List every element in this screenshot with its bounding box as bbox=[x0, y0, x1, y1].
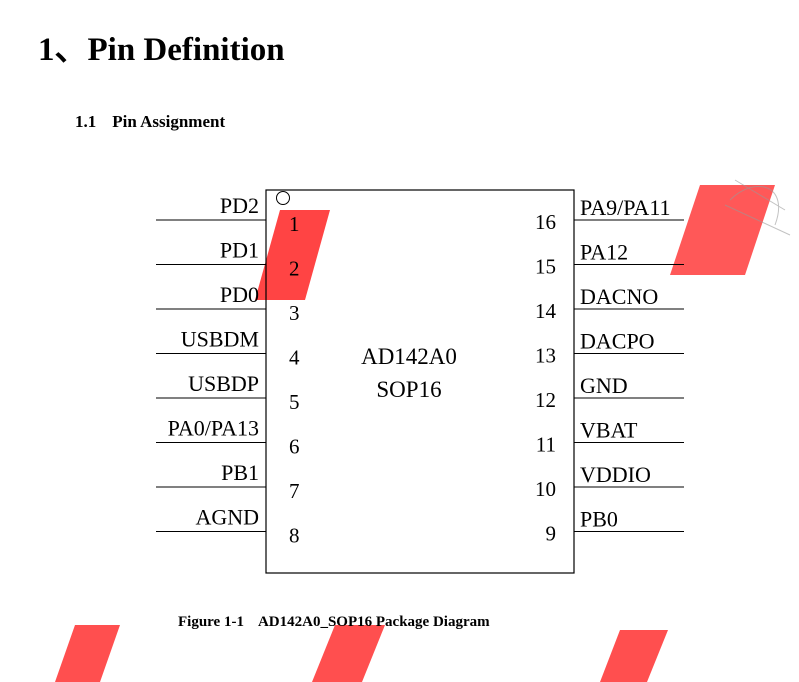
chip-name: AD142A0 bbox=[361, 344, 457, 369]
section-heading: 1.1 Pin Assignment bbox=[75, 112, 225, 132]
pin-label-right: DACNO bbox=[580, 284, 658, 309]
pin-label-right: GND bbox=[580, 373, 628, 398]
pin-number-right: 9 bbox=[546, 522, 557, 546]
pin-number-right: 13 bbox=[535, 344, 556, 368]
section-title: Pin Assignment bbox=[112, 112, 226, 131]
heading-title: Pin Definition bbox=[87, 32, 285, 68]
pin-label-left: USBDP bbox=[188, 371, 259, 396]
pin-number-left: 7 bbox=[289, 479, 300, 503]
caption-number: Figure 1-1 bbox=[178, 614, 244, 630]
chip-body bbox=[265, 189, 575, 574]
pin-label-left: PD2 bbox=[220, 193, 259, 218]
pin-number-right: 11 bbox=[536, 433, 556, 457]
section-number: 1.1 bbox=[75, 112, 97, 131]
chip-package: SOP16 bbox=[376, 377, 441, 402]
figure-caption: Figure 1-1 AD142A0_SOP16 Package Diagram bbox=[178, 614, 490, 631]
heading-number: 1、 bbox=[38, 32, 88, 68]
pin-number-right: 14 bbox=[535, 299, 557, 323]
pin-label-right: DACPO bbox=[580, 329, 655, 354]
pin-number-right: 10 bbox=[535, 477, 556, 501]
pin-number-left: 2 bbox=[289, 257, 300, 281]
pin-number-left: 4 bbox=[289, 346, 300, 370]
caption-title: AD142A0_SOP16 Package Diagram bbox=[257, 614, 490, 630]
pin-label-left: PB1 bbox=[221, 460, 259, 485]
pin-label-left: PD1 bbox=[220, 238, 259, 263]
pin-number-left: 3 bbox=[289, 301, 300, 325]
pin-label-left: AGND bbox=[195, 505, 259, 530]
pin-label-right: VBAT bbox=[580, 418, 638, 443]
page-heading: 1、Pin Definition bbox=[38, 22, 285, 70]
pin-label-right: PA12 bbox=[580, 240, 628, 265]
pin1-marker bbox=[276, 191, 290, 205]
pin-number-left: 6 bbox=[289, 435, 300, 459]
pin-number-right: 12 bbox=[535, 388, 556, 412]
pin-label-right: VDDIO bbox=[580, 462, 651, 487]
pin-label-left: PD0 bbox=[220, 282, 259, 307]
pin-number-right: 16 bbox=[535, 210, 556, 234]
pin-number-left: 8 bbox=[289, 524, 300, 548]
pin-label-left: PA0/PA13 bbox=[168, 416, 259, 441]
pin-number-right: 15 bbox=[535, 255, 556, 279]
pin-label-left: USBDM bbox=[181, 327, 259, 352]
pin-number-left: 1 bbox=[289, 212, 300, 236]
pin-label-right: PB0 bbox=[580, 507, 618, 532]
pin-number-left: 5 bbox=[289, 390, 300, 414]
pin-label-right: PA9/PA11 bbox=[580, 195, 671, 220]
